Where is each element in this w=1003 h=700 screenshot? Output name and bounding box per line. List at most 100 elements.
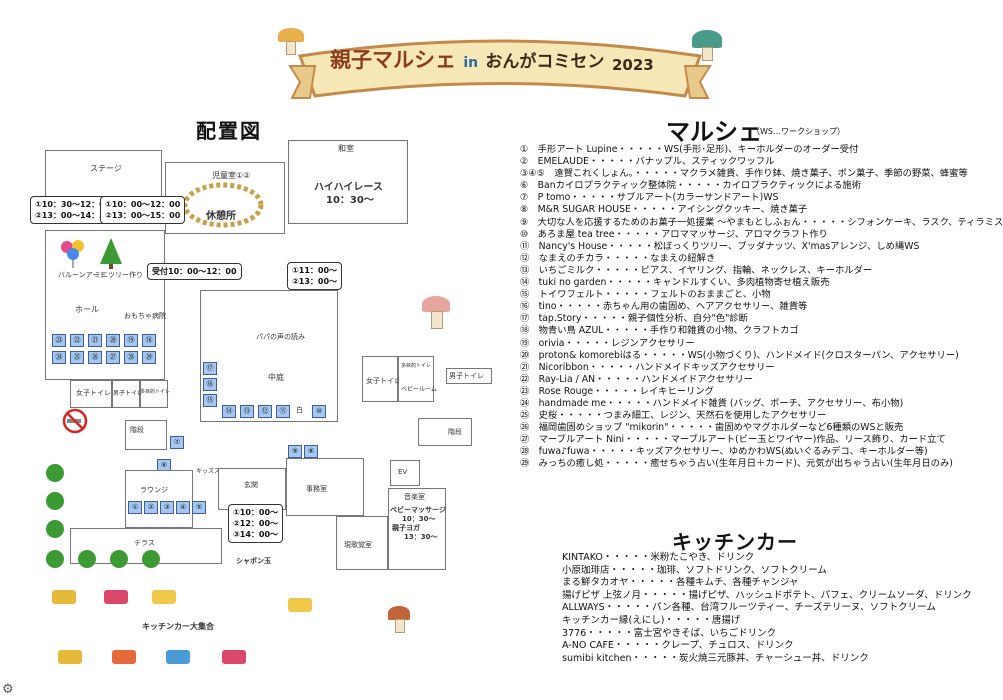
tree-icon xyxy=(46,464,64,482)
booth-12[interactable]: ⑫ xyxy=(258,405,272,418)
booth-5[interactable]: ⑤ xyxy=(192,501,206,514)
kitchen-item: キッチンカー縁(えにし)・・・・・唐揚げ xyxy=(562,614,741,626)
genkan-room xyxy=(218,468,286,510)
tree-icon xyxy=(46,550,64,568)
booth-9[interactable]: ⑨ xyxy=(288,445,302,458)
danshi-toilet-left-label: 男子トイレ xyxy=(113,390,144,397)
booth-18[interactable]: ⑱ xyxy=(142,334,156,347)
booth-16[interactable]: ⑯ xyxy=(203,378,217,391)
kitchen-car-icon xyxy=(52,590,76,604)
nakaniwa-label: 中庭 xyxy=(268,373,284,382)
gear-icon[interactable]: ⚙ xyxy=(2,682,14,697)
shabondama-label: シャボン玉 xyxy=(236,557,271,565)
mushroom-stem xyxy=(431,311,443,329)
marche-item: ⑱ 物青い鳥 AZUL・・・・・手作り和雑貨の小物、クラフトカゴ xyxy=(520,325,799,337)
booth-27[interactable]: ㉗ xyxy=(106,351,120,364)
booth-14[interactable]: ⑭ xyxy=(222,405,236,418)
baby-massage-3: 親子ヨガ xyxy=(392,524,420,532)
booth-15[interactable]: ⑮ xyxy=(203,394,217,407)
kitchen-item: 3776・・・・・富士宮やきそば、いちごドリンク xyxy=(562,627,777,639)
booth-29[interactable]: ㉙ xyxy=(142,351,156,364)
kitchen-item: まる鮮タカオヤ・・・・・各種キムチ、各種チャンジャ xyxy=(562,577,799,589)
booth-20[interactable]: ⑳ xyxy=(106,334,120,347)
marche-item: ㉗ マーブルアート Nini・・・・・マーブルアート(ビー玉とワイヤー)作品、リ… xyxy=(520,434,946,446)
booth-19[interactable]: ⑲ xyxy=(124,334,138,347)
marche-item: ㉔ handmade me・・・・・ハンドメイド雑貨 (バッグ、ポーチ、アクセサ… xyxy=(520,397,904,409)
mushroom-stem xyxy=(395,619,405,633)
booth-4[interactable]: ④ xyxy=(176,501,190,514)
nakaniwa-room xyxy=(200,290,338,422)
marche-item: ⑩ あろま屋 tea tree・・・・・アロママッサージ、アロマクラフト作り xyxy=(520,228,828,240)
marche-item: ⑲ orivia・・・・・レジンアクセサリー xyxy=(520,337,695,349)
white-marker: 白 xyxy=(296,406,303,414)
mushroom-stem xyxy=(286,41,296,55)
booth-3[interactable]: ③ xyxy=(160,501,174,514)
lounge-label: ラウンジ xyxy=(140,486,168,494)
kitchen-car-icon xyxy=(152,590,176,604)
marche-item: ⑯ tino・・・・・赤ちゃん用の歯固め、ヘアアクセサリー、雑貨等 xyxy=(520,301,808,313)
kitchen-item: A-NO CAFE・・・・・クレープ、チュロス、ドリンク xyxy=(562,640,794,652)
booth-1[interactable]: ① xyxy=(128,501,142,514)
washitsu-label: 和室 xyxy=(338,144,354,153)
booth-22[interactable]: ㉒ xyxy=(70,334,84,347)
map-title: 配置図 xyxy=(196,119,262,143)
booth-24[interactable]: ㉔ xyxy=(52,351,66,364)
booth-11[interactable]: ⑪ xyxy=(276,405,290,418)
balloon-icon xyxy=(61,240,84,268)
kitchen-car-icon xyxy=(112,650,136,664)
baby-massage-4: 13：30～ xyxy=(404,533,438,541)
booth-21[interactable]: ㉑ xyxy=(88,334,102,347)
mini-tree-label: ミニツリー作り xyxy=(94,271,143,279)
omocha-label: おもちゃ病院 xyxy=(124,312,166,320)
mushroom-icon xyxy=(692,30,722,48)
no-smoking-icon xyxy=(62,408,88,434)
marche-item: ③④⑤ 遠賀これくしょん。・・・・・マクラメ雑貨、手作り鉢、焼き菓子、ポン菓子、… xyxy=(520,168,968,180)
marche-item: ㉕ 史桜・・・・・つまみ細工、レジン、天然石を使用したアクセサリー xyxy=(520,410,827,422)
kids-space-label: キッズスペース xyxy=(196,468,238,475)
marche-subtitle: （WS…ワークショップ） xyxy=(752,127,845,136)
marche-item: ㉓ Rose Rouge・・・・・レイキヒーリング xyxy=(520,385,714,397)
joshi-toilet-left xyxy=(70,380,112,408)
booth-26[interactable]: ㉖ xyxy=(88,351,102,364)
kitchen-car-area-label: キッチンカー大集合 xyxy=(142,622,214,631)
booth-8[interactable]: ⑧ xyxy=(304,445,318,458)
baby-massage-1: ベビーマッサージ xyxy=(390,506,446,514)
marche-item: ⑮ トイワフェルト・・・・・フェルトのおままごと、小物 xyxy=(520,289,771,301)
rest-area-ring xyxy=(182,182,264,228)
marche-item: ㉑ Nicoribbon・・・・・ハンドメイドキッズアクセサリー xyxy=(520,361,775,373)
booth-10[interactable]: ⑩ xyxy=(312,405,326,418)
marche-item: ⑥ Banカイロプラクティック整体院・・・・・カイロプラクティックによる施術 xyxy=(520,180,862,192)
tree-icon xyxy=(46,492,64,510)
terrace-times-bubble: ①10：00～②12：00～③14：00～ xyxy=(228,504,284,543)
kitchen-car-icon xyxy=(58,650,82,664)
baby-massage-2: 10：30～ xyxy=(402,515,436,523)
booth-2[interactable]: ② xyxy=(144,501,158,514)
booth-17[interactable]: ⑰ xyxy=(203,362,217,375)
marche-item: ⑰ tap.Story・・・・・親子個性分析、自分"色"診断 xyxy=(520,313,748,325)
hainhai-race-title: ハイハイレース xyxy=(314,182,383,193)
baby-room-label: ベビールーム xyxy=(401,386,437,393)
balloon-art-label: バルーンアート xyxy=(58,271,107,279)
booth-13[interactable]: ⑬ xyxy=(240,405,254,418)
banner-year: 2023 xyxy=(612,56,654,74)
banner-title: 親子マルシェ in おんがコミセン xyxy=(330,48,605,72)
tamokuteki-toilet-right-label: 多目的トイレ xyxy=(401,363,432,369)
kitchen-car-icon xyxy=(166,650,190,664)
ongakushitsu-label: 音楽室 xyxy=(404,493,425,501)
stage-label: ステージ xyxy=(90,164,122,173)
tree-icon xyxy=(142,550,160,568)
booth-23[interactable]: ㉓ xyxy=(52,334,66,347)
nakaniwa-times-bubble: ①11：00～②13：00～ xyxy=(287,262,343,290)
kitchen-car-icon xyxy=(288,598,312,612)
booth-7[interactable]: ⑦ xyxy=(170,436,184,449)
tree-icon xyxy=(110,550,128,568)
booth-28[interactable]: ㉘ xyxy=(124,351,138,364)
booth-25[interactable]: ㉕ xyxy=(70,351,84,364)
mushroom-icon xyxy=(388,606,410,620)
kitchen-car-icon xyxy=(104,590,128,604)
danshi-toilet-right-label: 男子トイレ xyxy=(449,372,484,380)
genshokan-room xyxy=(336,516,388,570)
kaidan-right-label: 階段 xyxy=(448,428,462,436)
reception-bubble: 受付10：00～12：00 xyxy=(147,263,242,280)
